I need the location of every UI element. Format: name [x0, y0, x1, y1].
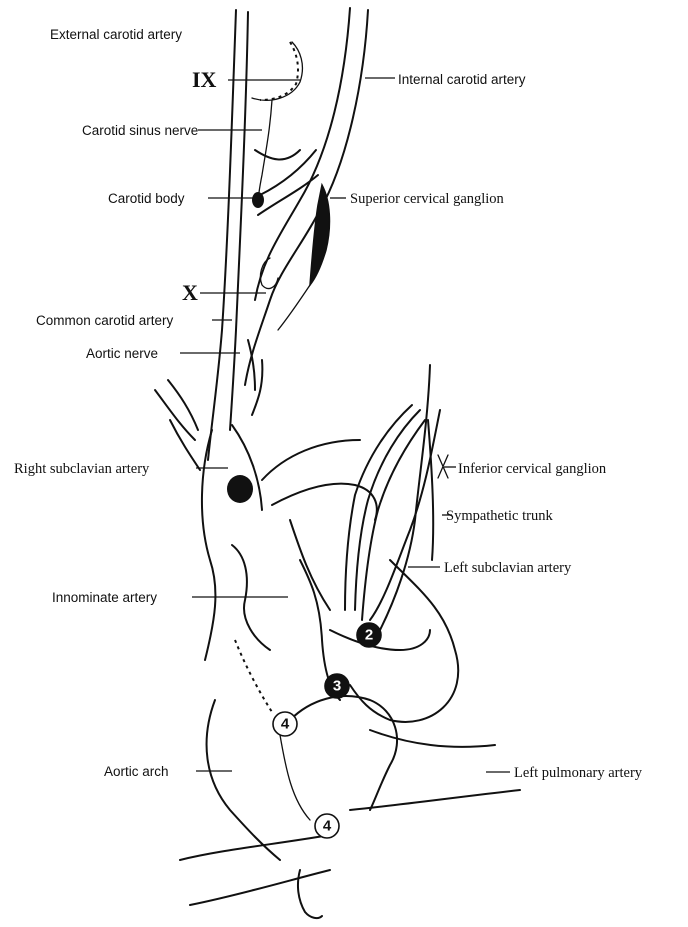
- label-carotid-sinus-nerve: Carotid sinus nerve: [82, 123, 198, 138]
- labels: External carotid artery IX Internal caro…: [14, 27, 643, 781]
- left-subclavian-line-1: [380, 365, 430, 630]
- label-left-pulmonary-artery: Left pulmonary artery: [514, 765, 643, 781]
- sympathetic-trunk-line: [428, 420, 433, 560]
- label-nerve-x: X: [182, 280, 198, 305]
- numbered-markers: 2 3 4 4: [273, 623, 381, 838]
- branch-left-2: [155, 390, 195, 440]
- label-internal-carotid-artery: Internal carotid artery: [398, 72, 526, 87]
- x-nerve-loop: [260, 258, 278, 289]
- label-sympathetic-trunk: Sympathetic trunk: [446, 508, 553, 524]
- label-external-carotid-artery: External carotid artery: [50, 27, 182, 42]
- svg-text:3: 3: [333, 678, 341, 695]
- label-aortic-nerve: Aortic nerve: [86, 346, 158, 361]
- marker-4-upper: 4: [273, 712, 297, 736]
- marker-2-dark: 2: [357, 623, 381, 647]
- branch-upper-3: [258, 175, 318, 215]
- label-carotid-body: Carotid body: [108, 191, 185, 206]
- pulmonary-trunk-outline: [180, 835, 330, 860]
- svg-text:2: 2: [365, 627, 373, 644]
- svg-text:4: 4: [323, 818, 332, 835]
- label-aortic-arch: Aortic arch: [104, 764, 169, 779]
- label-inferior-cervical-ganglion: Inferior cervical ganglion: [458, 461, 607, 477]
- label-left-subclavian-artery: Left subclavian artery: [444, 560, 572, 576]
- carotid-body-shape: [252, 192, 264, 208]
- label-superior-cervical-ganglion: Superior cervical ganglion: [350, 191, 505, 207]
- svg-text:4: 4: [281, 716, 290, 733]
- right-subclavian-node: [227, 475, 253, 503]
- pulmonary-trunk-outline-2: [190, 870, 330, 905]
- aortic-arch-body-2: [290, 696, 397, 810]
- label-nerve-ix: IX: [192, 67, 217, 92]
- recurrent-nerve-solid: [280, 735, 310, 820]
- innominate-contour-2: [290, 520, 330, 610]
- label-right-subclavian-artery: Right subclavian artery: [14, 461, 150, 477]
- branch-left-1: [168, 380, 198, 430]
- label-innominate-artery: Innominate artery: [52, 590, 157, 605]
- marker-3-dark: 3: [325, 674, 349, 698]
- recurrent-nerve-dashed: [235, 640, 272, 712]
- marker-4-lower: 4: [315, 814, 339, 838]
- aortic-arch-body: [207, 700, 280, 860]
- label-common-carotid-artery: Common carotid artery: [36, 313, 174, 328]
- internal-carotid-outline: [255, 8, 350, 300]
- right-subclavian-outline: [202, 430, 216, 660]
- branch-upper-1: [255, 150, 300, 159]
- superior-ganglion-stem: [278, 285, 310, 330]
- innominate-curve-top: [262, 440, 360, 480]
- innominate-curve-inner: [272, 484, 377, 520]
- left-pulmonary-top: [370, 730, 495, 747]
- superior-cervical-ganglion-shape: [310, 185, 329, 285]
